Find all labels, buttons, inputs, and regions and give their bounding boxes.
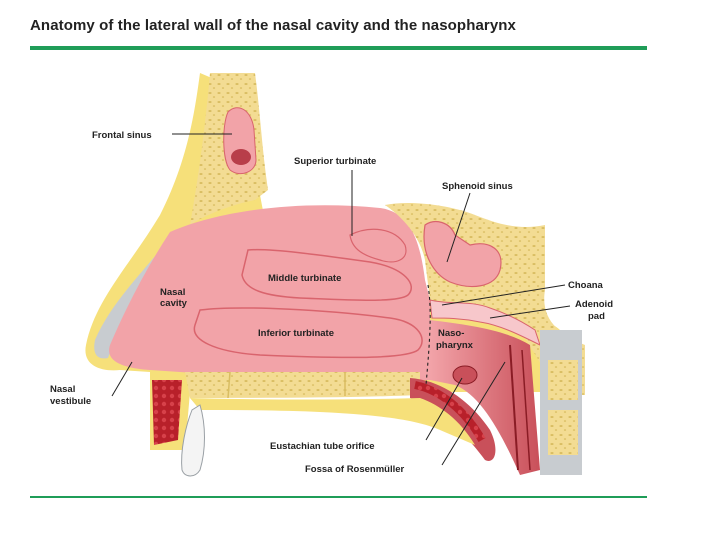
oral-mucosa <box>190 398 475 445</box>
page-title: Anatomy of the lateral wall of the nasal… <box>30 17 516 34</box>
label-frontal-sinus: Frontal sinus <box>92 130 152 141</box>
vertebra <box>548 410 578 455</box>
superior-turbinate-shape <box>349 228 407 263</box>
label-nasopharynx: Naso- <box>438 328 464 339</box>
label-nasal-vestibule: vestibule <box>50 396 91 407</box>
label-nasopharynx: pharynx <box>436 340 474 351</box>
label-nasal-vestibule: Nasal <box>50 384 75 395</box>
inferior-turbinate-shape <box>193 307 423 359</box>
label-adenoid-pad: Adenoid <box>575 299 613 310</box>
label-nasal-cavity: cavity <box>160 298 188 309</box>
leader-sphenoid-sinus <box>446 192 471 263</box>
adenoid-pad-shape <box>429 299 541 346</box>
frontal-sinus-opening <box>231 149 251 165</box>
palate-suture <box>227 371 231 399</box>
choana-boundary <box>425 284 431 386</box>
label-adenoid-pad: pad <box>588 311 605 322</box>
soft-palate-muscle <box>414 381 486 443</box>
label-inferior-turbinate: Inferior turbinate <box>258 328 334 339</box>
label-nasal-cavity: Nasal <box>160 287 185 298</box>
vertebra <box>548 360 578 400</box>
label-choana: Choana <box>568 280 604 291</box>
leader-eustachian-tube <box>425 377 463 441</box>
sphenoid-sinus-cavity <box>423 221 502 288</box>
label-middle-turbinate: Middle turbinate <box>268 273 341 284</box>
leader-nasal-vestibule <box>111 361 133 397</box>
leader-adenoid-pad <box>489 305 571 319</box>
leader-fossa-rosenmuller <box>441 361 506 466</box>
hard-palate <box>185 372 420 398</box>
label-eustachian-tube-orifice: Eustachian tube orifice <box>270 441 375 452</box>
middle-turbinate-shape <box>241 248 413 301</box>
label-sphenoid-sinus: Sphenoid sinus <box>442 181 513 192</box>
lip-muscle <box>152 380 182 445</box>
nasopharynx-wall <box>430 320 540 475</box>
bottom-divider <box>30 496 647 498</box>
label-fossa-of-rosenmuller: Fossa of Rosenmüller <box>305 464 405 475</box>
top-divider <box>30 46 647 50</box>
incisor-tooth <box>181 404 205 477</box>
leader-choana <box>441 284 566 306</box>
eustachian-tube-torus <box>452 365 478 385</box>
pharyngeal-stripe <box>509 344 519 471</box>
label-superior-turbinate: Superior turbinate <box>294 156 376 167</box>
pharyngeal-stripe <box>521 349 531 471</box>
